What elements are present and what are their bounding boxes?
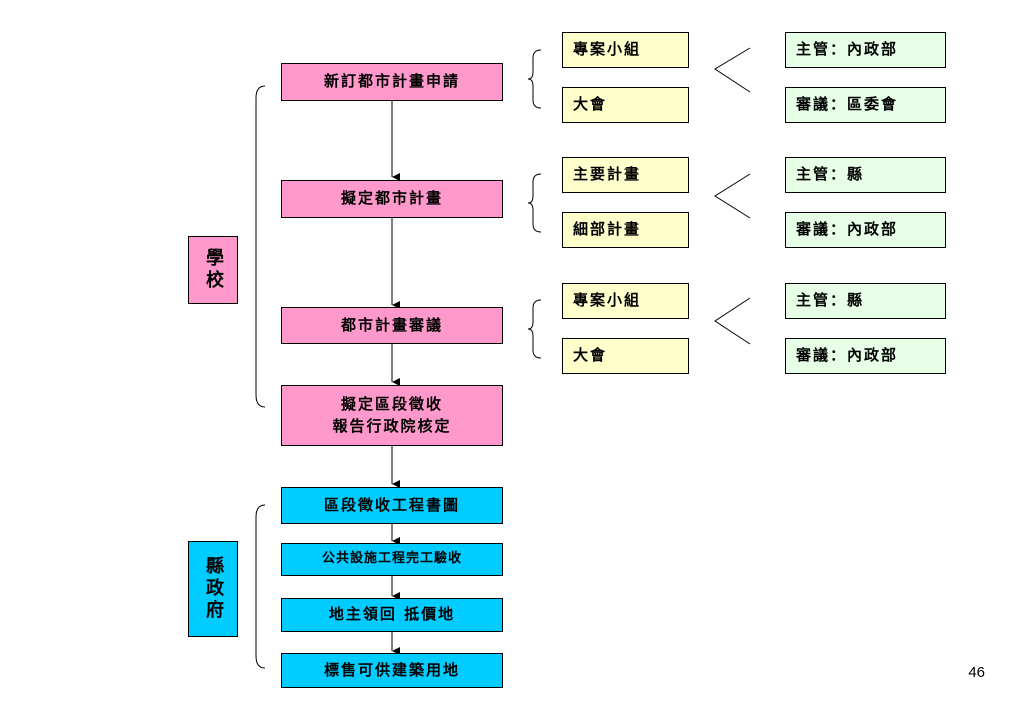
school-label: 學校 [188,236,238,304]
step-expropriation-report-approval: 擬定區段徵收 報告行政院核定 [281,385,503,446]
branch-2-item-detailed-plan: 細部計畫 [562,212,689,248]
branch-chevron-3 [714,297,751,345]
school-brace [255,85,266,408]
branch-2-item-main-plan: 主要計畫 [562,157,689,193]
step-landowner-reclaim-land: 地主領回 抵價地 [281,598,503,632]
branch-3-item-general-assembly: 大會 [562,338,689,374]
branch-chevron-1 [714,47,751,93]
branch-1-authority-competent: 主管：內政部 [785,32,946,68]
county-government-label: 縣政府 [188,541,238,637]
branch-3-item-task-force: 專案小組 [562,283,689,319]
branch-2-authority-competent: 主管：縣 [785,157,946,193]
step-urban-plan-review: 都市計畫審議 [281,307,503,344]
branch-2-authority-review: 審議：內政部 [785,212,946,248]
branch-3-authority-review: 審議：內政部 [785,338,946,374]
step-public-facilities-acceptance: 公共設施工程完工驗收 [281,543,503,576]
branch-1-authority-review: 審議：區委會 [785,87,946,123]
page-number: 46 [968,664,985,681]
branch-3-authority-competent: 主管：縣 [785,283,946,319]
county-brace [255,504,266,669]
branch-1-item-task-force: 專案小組 [562,32,689,68]
branch-brace-2 [527,173,542,233]
branch-chevron-2 [714,173,751,219]
branch-brace-1 [527,49,542,109]
branch-brace-3 [527,299,542,359]
step-expropriation-engineering-drawings: 區段徵收工程書圖 [281,487,503,524]
step-new-urban-plan-application: 新訂都市計畫申請 [281,63,503,101]
step-sale-of-building-land: 標售可供建築用地 [281,653,503,688]
branch-1-item-general-assembly: 大會 [562,87,689,123]
step-draft-urban-plan: 擬定都市計畫 [281,180,503,218]
